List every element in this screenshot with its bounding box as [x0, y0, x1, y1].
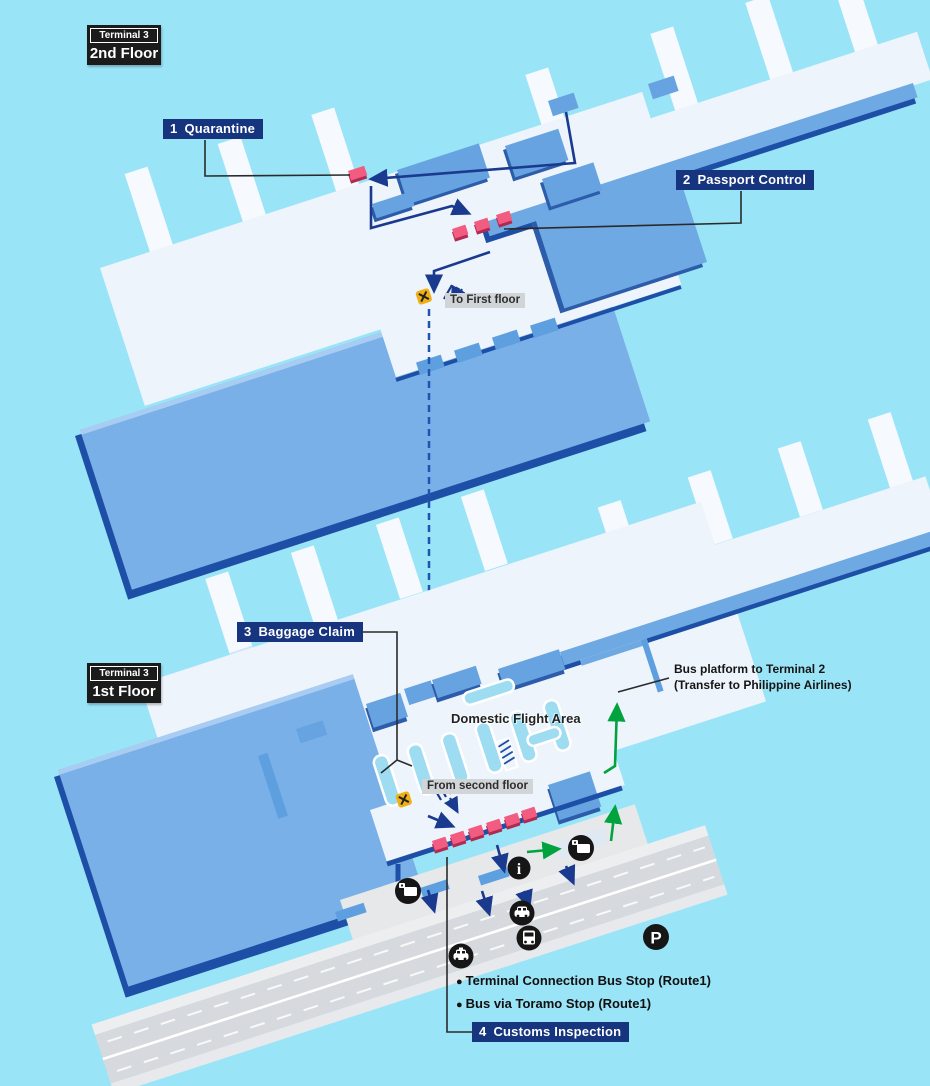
- quarantine-number: 1: [170, 121, 178, 136]
- taxi-stand-icon: [448, 943, 474, 969]
- label-passport-control: 2 Passport Control: [676, 170, 815, 190]
- bus-stop-item: ●Terminal Connection Bus Stop (Route1): [456, 970, 711, 993]
- floor2-tag-terminal: Terminal 3: [90, 28, 158, 43]
- bus-platform-note-line2: (Transfer to Philippine Airlines): [674, 678, 852, 692]
- floor1-tag-terminal: Terminal 3: [90, 666, 158, 681]
- floor1-tag-floor: 1st Floor: [92, 683, 156, 700]
- label-from-second-floor: From second floor: [422, 779, 533, 794]
- conveyor-belt: [495, 737, 519, 772]
- passport-control-booths: [451, 210, 513, 242]
- floor2-building: [75, 0, 930, 600]
- escalator-icon: [395, 791, 412, 808]
- shuttle-bus-icon: [395, 878, 421, 904]
- airport-road: [91, 825, 728, 1086]
- information-icon: i: [507, 856, 531, 880]
- baggage-text: Baggage Claim: [258, 624, 355, 639]
- label-quarantine: 1 Quarantine: [163, 119, 264, 139]
- floor2-arrival-route: [368, 111, 577, 294]
- customs-text: Customs Inspection: [493, 1024, 622, 1039]
- parking-letter: P: [650, 929, 661, 948]
- floor1-tag: Terminal 3 1st Floor: [87, 663, 161, 703]
- label-leader-lines: [204, 140, 742, 1033]
- escalator-icon: [415, 288, 432, 305]
- baggage-number: 3: [244, 624, 252, 639]
- floor1-building: [54, 412, 930, 998]
- bus-platform-note-line1: Bus platform to Terminal 2: [674, 662, 826, 676]
- bus-stop-icon: [516, 925, 542, 951]
- label-baggage-claim: 3 Baggage Claim: [237, 622, 363, 642]
- bus-stop-item: ●Bus via Toramo Stop (Route1): [456, 993, 711, 1016]
- parking-icon: P: [643, 924, 669, 950]
- label-customs-inspection: 4 Customs Inspection: [472, 1022, 630, 1042]
- floor2-tag: Terminal 3 2nd Floor: [87, 25, 161, 65]
- information-letter: i: [517, 861, 522, 878]
- quarantine-booth: [347, 165, 368, 184]
- bus-platform-note: Bus platform to Terminal 2 (Transfer to …: [674, 661, 852, 693]
- bullet-icon: ●: [456, 999, 463, 1011]
- bus-stop-text: Bus via Toramo Stop (Route1): [465, 996, 652, 1011]
- bus-stop-text: Terminal Connection Bus Stop (Route1): [465, 973, 711, 988]
- label-to-first-floor: To First floor: [445, 293, 526, 308]
- baggage-carousels: [372, 678, 572, 807]
- passport-number: 2: [683, 172, 691, 187]
- passport-text: Passport Control: [697, 172, 807, 187]
- floor2-tag-floor: 2nd Floor: [89, 45, 159, 62]
- bus-transfer-route: [526, 702, 626, 860]
- car-pickup-icon: [509, 900, 535, 926]
- customs-number: 4: [479, 1024, 487, 1039]
- quarantine-text: Quarantine: [184, 121, 256, 136]
- shuttle-bus-icon: [568, 835, 594, 861]
- label-domestic-flight-area: Domestic Flight Area: [451, 711, 581, 726]
- floor1-exit-route: [420, 811, 576, 917]
- bus-stop-list: ●Terminal Connection Bus Stop (Route1) ●…: [456, 970, 711, 1016]
- customs-inspection-booths: [431, 806, 538, 854]
- bullet-icon: ●: [456, 976, 463, 988]
